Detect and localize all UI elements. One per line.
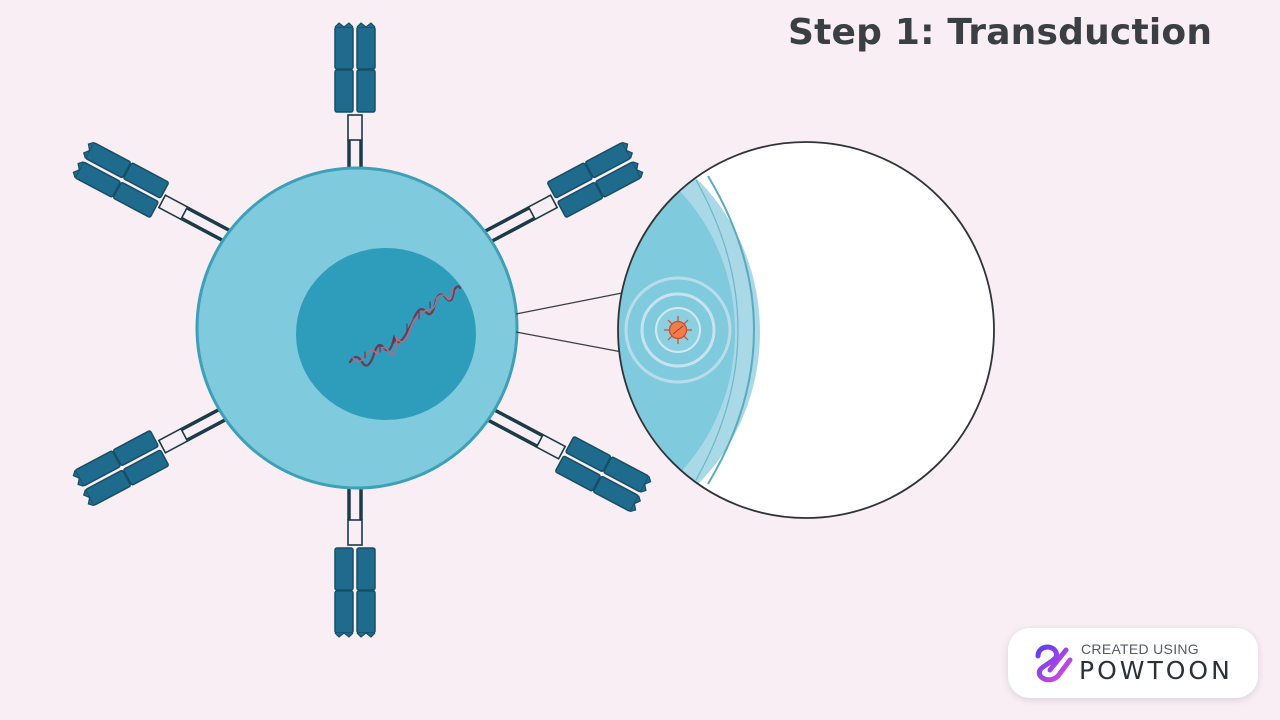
nucleus — [296, 248, 476, 420]
step-title: Step 1: Transduction — [788, 12, 1213, 53]
dna-strand — [348, 285, 462, 367]
virus-particle — [664, 316, 692, 344]
badge-brand-name: POWTOON — [1079, 656, 1233, 685]
badge-created-using: CREATED USING — [1081, 641, 1199, 657]
zoom-line-upper — [515, 292, 623, 315]
powtoon-badge: CREATED USING POWTOON — [1008, 628, 1258, 698]
powtoon-logo-icon — [1035, 644, 1073, 683]
zoom-line-lower — [515, 331, 623, 353]
